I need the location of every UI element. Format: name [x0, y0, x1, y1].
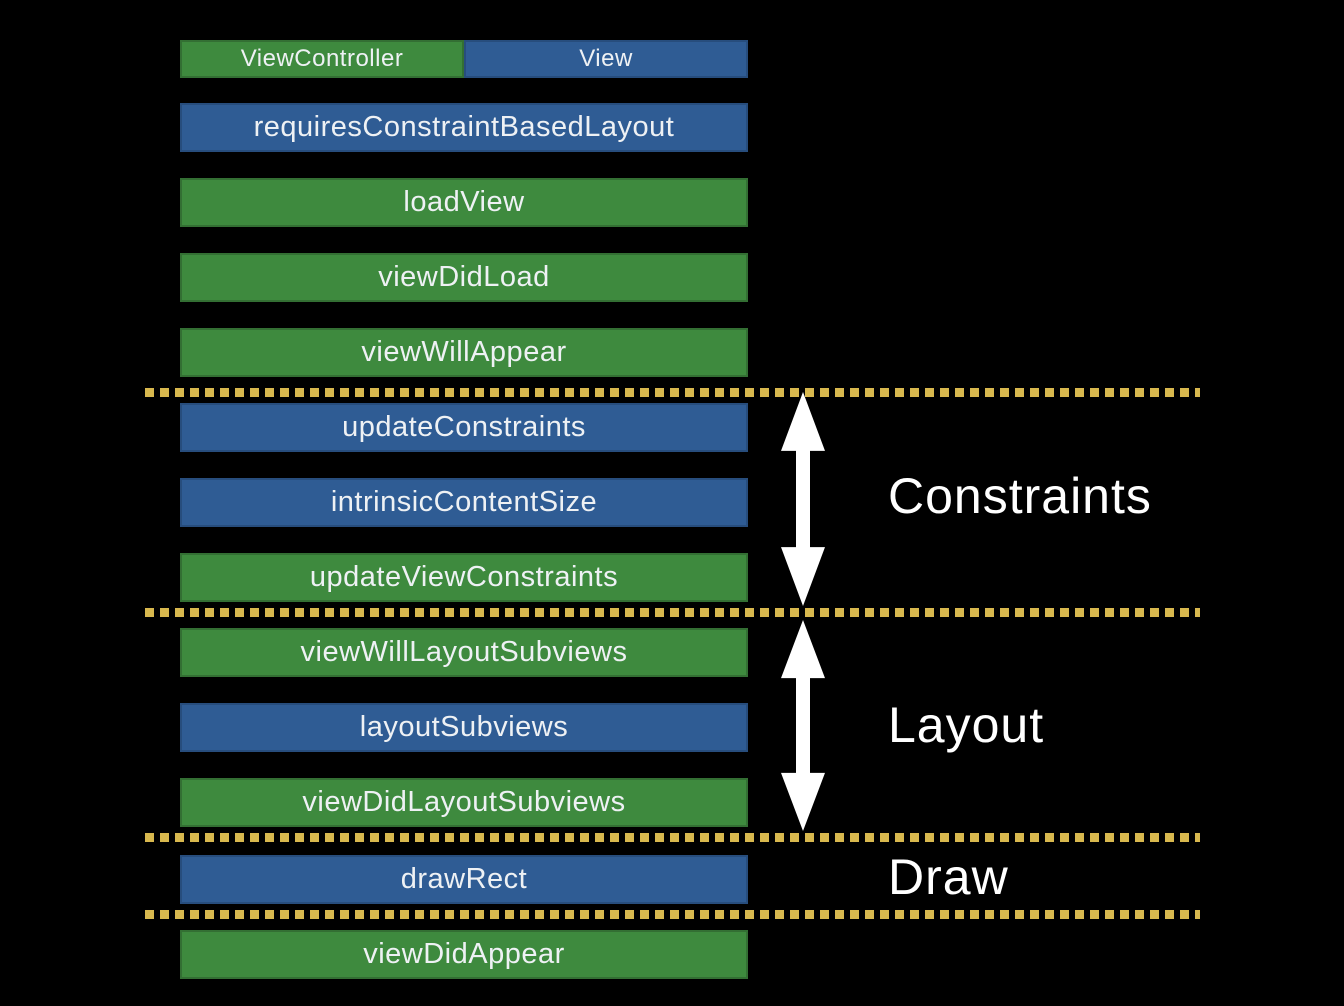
phase-divider [145, 608, 1200, 617]
bar-view-will-layout-subviews: viewWillLayoutSubviews [180, 628, 748, 677]
phase-label-layout: Layout [888, 697, 1045, 753]
bar-view-will-appear: viewWillAppear [180, 328, 748, 377]
phase-divider [145, 388, 1200, 397]
bar-layout-subviews: layoutSubviews [180, 703, 748, 752]
phase-divider [145, 910, 1200, 919]
double-arrow-icon [781, 392, 825, 606]
bar-load-view: loadView [180, 178, 748, 227]
bar-draw-rect: drawRect [180, 855, 748, 904]
bar-view-did-layout-subviews: viewDidLayoutSubviews [180, 778, 748, 827]
legend-viewcontroller-swatch: ViewController [180, 40, 464, 78]
phase-label-draw: Draw [888, 849, 1009, 905]
bar-requires-constraint-based-layout: requiresConstraintBasedLayout [180, 103, 748, 152]
phase-divider [145, 833, 1200, 842]
legend: ViewController View [180, 40, 748, 78]
bar-update-view-constraints: updateViewConstraints [180, 553, 748, 602]
bar-view-did-appear: viewDidAppear [180, 930, 748, 979]
bar-intrinsic-content-size: intrinsicContentSize [180, 478, 748, 527]
legend-view-swatch: View [464, 40, 748, 78]
double-arrow-icon [781, 620, 825, 831]
phase-label-constraints: Constraints [888, 468, 1152, 524]
bar-update-constraints: updateConstraints [180, 403, 748, 452]
bar-view-did-load: viewDidLoad [180, 253, 748, 302]
